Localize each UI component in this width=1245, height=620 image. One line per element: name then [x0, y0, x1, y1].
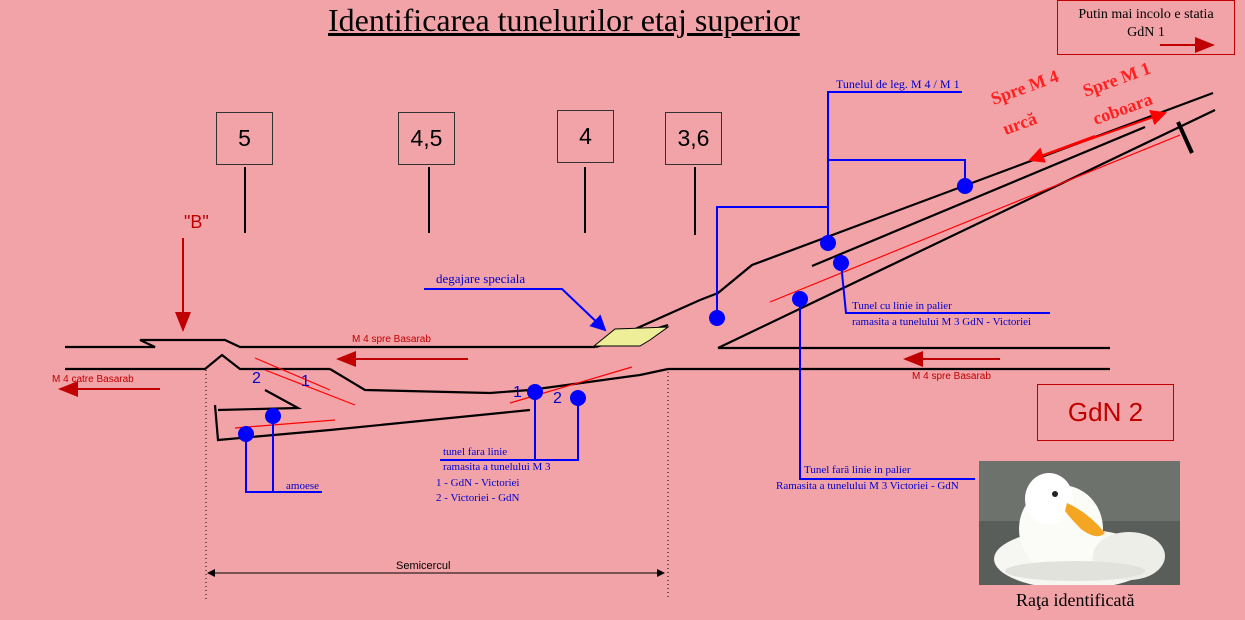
label-tunel-fara-1: tunel fara linie	[443, 446, 508, 458]
callout-lines	[245, 91, 1050, 493]
km-marker-4-5: 4,5	[398, 112, 455, 165]
label-degajare: degajare speciala	[436, 271, 526, 286]
track-number-1-mid: 1	[513, 384, 522, 401]
track-number-2-left: 2	[252, 370, 261, 387]
label-tunel-palier-2: ramasita a tunelului M 3 GdN - Victoriei	[852, 316, 1032, 328]
track-number-2-mid: 2	[553, 390, 562, 407]
label-tunel-palier-1: Tunel cu linie in palier	[852, 300, 952, 312]
km-marker-3-6: 3,6	[665, 112, 722, 165]
duck-photo	[979, 461, 1180, 585]
station-label-gdn2: GdN 2	[1037, 384, 1174, 441]
page-title: Identificarea tunelurilor etaj superior	[328, 2, 800, 38]
semicircle-dimension	[205, 370, 669, 600]
km-marker-stems	[244, 167, 696, 235]
legend-note-line2: GdN 1	[1127, 25, 1165, 40]
label-m4-catre-basarab: M 4 catre Basarab	[52, 374, 134, 385]
duck-caption: Raţa identificată	[1016, 590, 1135, 610]
legend-note-line1: Putin mai incolo e statia	[1078, 7, 1214, 22]
legend-note-box	[1057, 0, 1235, 55]
label-tunnel-link: Tunelul de leg. M 4 / M 1	[836, 77, 960, 91]
km-marker-4: 4	[557, 110, 614, 163]
label-amoese: amoese	[286, 480, 319, 492]
direction-arrows	[58, 37, 1215, 397]
label-tunel-fara-2: ramasita a tunelului M 3	[443, 461, 551, 473]
label-tunel-fara-palier-1: Tunel fară linie in palier	[804, 464, 911, 476]
tunnel-markers	[238, 178, 973, 442]
label-tunel-fara-palier-2: Ramasita a tunelului M 3 Victoriei - GdN	[776, 480, 959, 492]
label-semicercul: Semicercul	[396, 560, 451, 572]
label-direction-2: 2 - Victoriei - GdN	[436, 492, 520, 504]
label-m4-spre-basarab-left: M 4 spre Basarab	[352, 334, 431, 345]
km-marker-5: 5	[216, 112, 273, 165]
track-number-1-left: 1	[301, 373, 310, 390]
label-m4-spre-basarab-right: M 4 spre Basarab	[912, 371, 991, 382]
marker-b: "B"	[184, 212, 209, 232]
degajare-patch	[592, 326, 670, 347]
legend-note: Putin mai incolo e statia GdN 1	[1060, 6, 1232, 42]
label-direction-1: 1 - GdN - Victoriei	[436, 477, 520, 489]
